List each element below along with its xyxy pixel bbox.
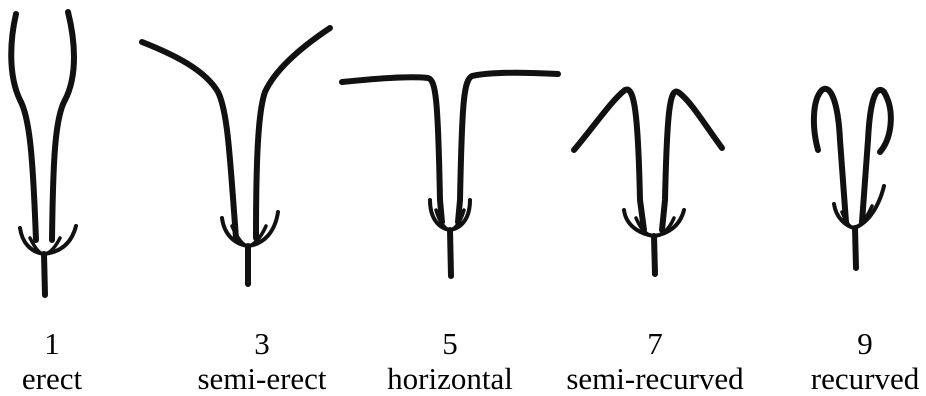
form-label-semi-erect: 3 semi-erect — [197, 326, 326, 396]
form-name: recurved — [810, 361, 920, 396]
form-label-horizontal: 5 horizontal — [387, 326, 513, 396]
form-name: erect — [21, 361, 83, 396]
form-name: horizontal — [387, 361, 513, 396]
flower-recurved-drawing — [810, 85, 894, 271]
form-code: 1 — [44, 326, 60, 361]
form-label-semi-recurved: 7 semi-recurved — [566, 326, 743, 396]
form-name: semi-recurved — [566, 361, 744, 396]
form-code: 7 — [647, 326, 663, 361]
form-name: semi-erect — [197, 361, 327, 396]
flower-horizontal-drawing — [339, 69, 561, 279]
form-code: 9 — [857, 326, 873, 361]
flower-semi-recurved-drawing — [571, 86, 725, 277]
flower-erect-drawing — [8, 9, 78, 298]
form-code: 3 — [254, 326, 270, 361]
form-label-erect: 1 erect — [22, 326, 82, 396]
form-label-recurved: 9 recurved — [811, 326, 919, 396]
form-code: 5 — [442, 326, 458, 361]
flower-semi-erect-drawing — [139, 25, 333, 287]
